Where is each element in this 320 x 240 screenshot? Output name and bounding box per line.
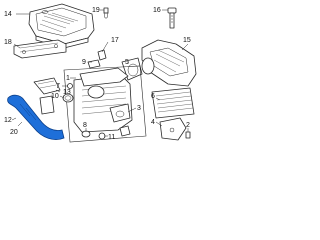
small-hose-part — [39, 95, 55, 115]
air-intake-parts-diagram: 14 19 16 18 17 15 5 9 1 10 7 13 8 3 11 6… — [4, 3, 197, 143]
callout-2: 2 — [186, 122, 190, 129]
air-filter-part — [151, 87, 195, 119]
callout-10: 10 — [51, 93, 59, 100]
callout-5: 5 — [125, 59, 129, 66]
callout-20: 20 — [10, 129, 18, 136]
sensor-part — [87, 59, 101, 69]
callout-19: 19 — [92, 7, 100, 14]
lower-fastener-part — [185, 131, 191, 139]
hose-clamp-part — [62, 93, 74, 103]
lower-bracket-part — [159, 117, 187, 141]
leader-lines — [11, 9, 189, 137]
intake-connector-part — [121, 57, 143, 81]
fastener-part — [103, 7, 109, 19]
fitting-part — [119, 125, 131, 137]
callout-15: 15 — [183, 37, 191, 44]
clip-part — [97, 49, 107, 61]
engine-cover-part — [28, 3, 95, 49]
callout-6: 6 — [151, 93, 155, 100]
callout-16: 16 — [153, 7, 161, 14]
inlet-pipe-part — [33, 77, 61, 95]
callout-14: 14 — [4, 11, 12, 18]
bracket-part — [13, 39, 67, 59]
resonator-part — [141, 39, 197, 87]
sensor-plug-part — [167, 7, 177, 29]
bolt-part — [67, 83, 73, 89]
callout-7: 7 — [56, 83, 60, 90]
callout-17: 17 — [111, 37, 119, 44]
callout-11: 11 — [108, 134, 115, 141]
callout-3: 3 — [137, 105, 141, 112]
callout-12: 12 — [4, 117, 12, 124]
callout-4: 4 — [151, 119, 155, 126]
callout-1: 1 — [66, 75, 70, 82]
callout-13: 13 — [63, 89, 71, 96]
callout-9: 9 — [82, 59, 86, 66]
callout-8: 8 — [83, 122, 87, 129]
intake-hose-highlighted-part — [7, 94, 65, 140]
callout-18: 18 — [4, 39, 12, 46]
air-cleaner-assembly-part — [63, 65, 147, 143]
